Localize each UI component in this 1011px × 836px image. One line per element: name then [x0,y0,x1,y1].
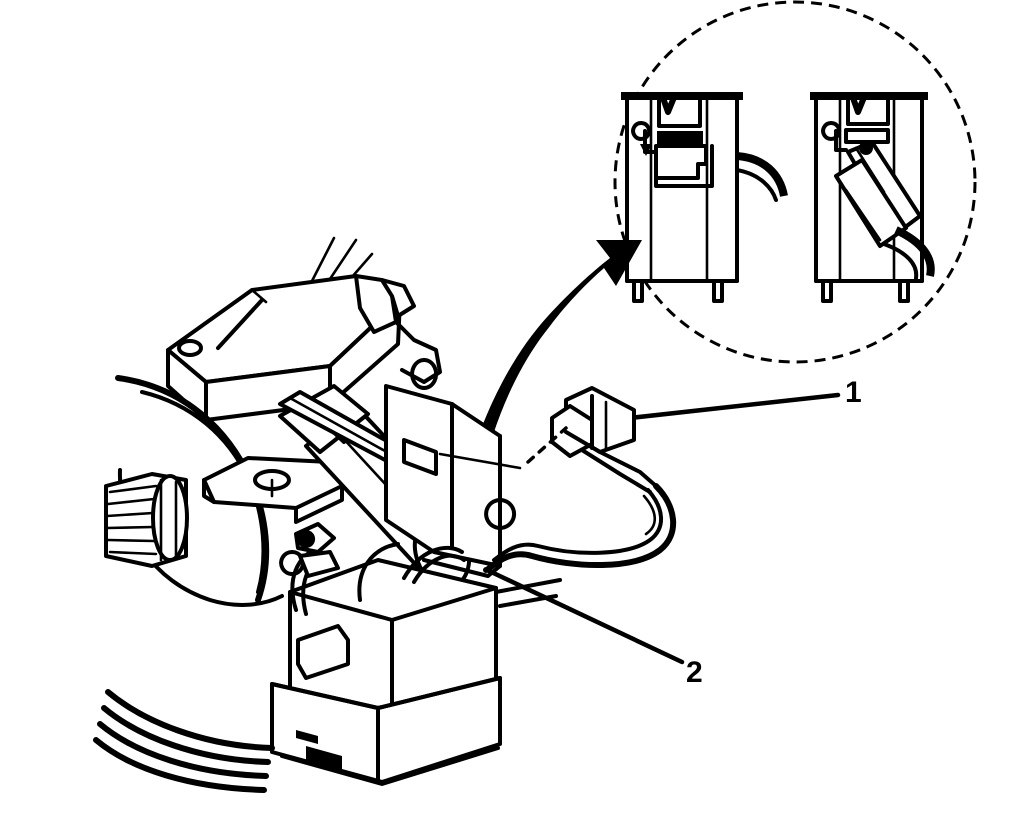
upper-housing-screw-hole [177,339,203,357]
spline-rib-4 [105,525,155,530]
wire-harness-bundle [93,689,275,793]
bracket-eyelet [410,358,439,390]
base-block-dark-notch [296,730,318,744]
base-block-bottom-lip [280,746,500,786]
callout-2-leader [484,567,685,665]
right-panel-connector-body [834,158,908,248]
support-arm-upper [494,578,562,594]
left-panel-slot-outline [657,94,702,128]
right-panel-leg-b [898,279,910,303]
callout-1-leader [627,392,841,421]
inset-circle-boundary [613,0,977,364]
left-panel-lock-step [654,144,714,188]
base-mounting-block [270,676,502,786]
left-panel-leg-b [712,279,724,303]
left-panel-latch-bar [657,131,703,145]
bracket-tab [380,278,416,318]
right-panel-connector-seam-b [844,188,882,242]
left-panel-lock-body [654,144,708,180]
main-assembly-drawing [93,236,676,793]
base-block-dark-slot [306,746,342,772]
support-arm-lower [498,594,558,608]
right-panel-eyelet [821,121,842,141]
right-panel-v-notch [849,92,868,115]
left-panel-v-notch [659,92,678,115]
bracket-plate-edge-l [202,478,216,504]
right-panel-latch-slot [844,128,890,144]
spline-rib-5 [106,538,156,543]
harness-strand-1 [105,689,275,751]
connector-wire-loop [483,483,676,573]
right-panel-connector-seam-a [854,146,886,194]
lower-block-tab [296,624,350,680]
connector-plug-shank [564,430,658,488]
callout-1-label: 1 [845,376,862,409]
spline-rib-3 [105,511,155,518]
callout-2-label: 2 [686,656,703,689]
central-upright-wall [384,384,517,578]
lower-support-arm [494,578,562,608]
detent-clip [298,550,340,578]
upright-wall-window [402,438,438,476]
cable-loop-d [412,553,466,584]
right-panel-slot-outline [846,94,890,126]
magnified-detail-inset [613,0,977,364]
bracket-arm [394,320,442,384]
upper-housing-edge-b [216,298,264,350]
wire-loop-inner [492,488,664,562]
connector-alignment-dashes [526,426,568,464]
detent-ball [297,530,316,548]
right-panel-eyelet-lead [834,129,848,152]
harness-strand-3 [97,721,269,779]
right-panel-leg-a [821,279,833,303]
connector-plug-shank-edge [580,448,652,494]
detent-hardware [279,522,340,578]
right-panel-lead-wire-inner [882,242,919,280]
spline-rib-1 [108,484,158,494]
bracket-plate-edge-r [294,484,344,524]
left-panel-top-rail [621,92,743,100]
left-panel-eyelet-arrow [640,144,652,156]
spline-rib-2 [106,497,156,506]
connector-plug [550,386,658,494]
right-panel-pivot-dot [859,141,873,155]
harness-strand-2 [101,705,271,765]
right-panel-lead-wire-outer [894,226,935,277]
cable-loop-e [357,542,400,602]
upright-wall-eyelet [484,498,517,530]
cable-loop-c [402,546,464,580]
left-panel-eyelet [631,121,652,141]
spline-end-face [151,474,189,562]
wire-loop-outer [483,483,676,573]
splined-shaft-end [104,472,189,568]
left-panel-lead-wire-outer [736,152,788,197]
right-panel-top-rail [810,92,928,100]
harness-strand-4 [93,737,267,793]
connector-alignment-line [438,452,522,470]
upper-right-bracket [354,274,442,390]
inset-panel-left [621,92,788,303]
left-panel-lead-wire-inner [735,168,778,202]
wire-loop-detail [642,494,657,536]
left-panel-leg-a [632,279,644,303]
spline-rib-6 [108,550,158,556]
inset-panel-right [810,92,935,303]
callout-leaders [484,392,841,665]
